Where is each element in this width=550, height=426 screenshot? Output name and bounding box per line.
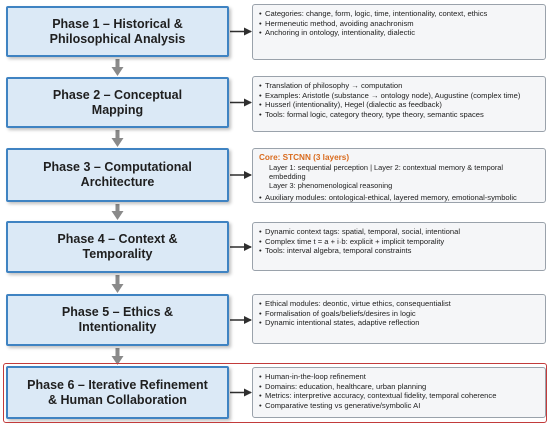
detail-item: Tools: interval algebra, temporal constr… bbox=[259, 246, 539, 256]
detail-item: Examples: Aristotle (substance → ontolog… bbox=[259, 91, 539, 101]
phase-4-title: Phase 4 – Context & Temporality bbox=[57, 232, 178, 261]
phase-6-title: Phase 6 – Iterative Refinement & Human C… bbox=[27, 377, 208, 407]
detail-item: Dynamic context tags: spatial, temporal,… bbox=[259, 227, 539, 237]
phase-flow-arrow-head bbox=[111, 211, 124, 220]
core-layer-line: Layer 1: sequential perception | Layer 2… bbox=[269, 163, 504, 181]
phase-flow-arrow-head bbox=[111, 67, 124, 76]
detail-item: Categories: change, form, logic, time, i… bbox=[259, 9, 539, 19]
phase-3-box: Phase 3 – Computational Architecture bbox=[6, 148, 229, 202]
phase-2-box: Phase 2 – Conceptual Mapping bbox=[6, 77, 229, 128]
detail-item: Comparative testing vs generative/symbol… bbox=[259, 401, 539, 411]
phase-5-details: Ethical modules: deontic, virtue ethics,… bbox=[252, 294, 546, 344]
detail-item: Dynamic intentional states, adaptive ref… bbox=[259, 318, 539, 328]
phase-flow-arrow-shaft bbox=[115, 59, 120, 67]
detail-item: Metrics: interpretive accuracy, contextu… bbox=[259, 391, 539, 401]
phase-6-highlight-frame bbox=[3, 363, 547, 423]
phase-flow-arrow-shaft bbox=[115, 348, 120, 356]
phase-4-details: Dynamic context tags: spatial, temporal,… bbox=[252, 222, 546, 271]
phase-flow-arrow-shaft bbox=[115, 275, 120, 284]
detail-item: Husserl (intentionality), Hegel (dialect… bbox=[259, 100, 539, 110]
detail-item: Ethical modules: deontic, virtue ethics,… bbox=[259, 299, 539, 309]
phase-2-title: Phase 2 – Conceptual Mapping bbox=[52, 87, 183, 117]
detail-item: Translation of philosophy → computation bbox=[259, 81, 539, 91]
phase-flow-arrow-head bbox=[111, 138, 124, 147]
phase-6-details: Human-in-the-loop refinement Domains: ed… bbox=[252, 367, 546, 418]
phase-5-box: Phase 5 – Ethics & Intentionality bbox=[6, 294, 229, 346]
phase-flow-arrow-shaft bbox=[115, 130, 120, 138]
phase-flow-arrow-head bbox=[111, 284, 124, 293]
phase-4-box: Phase 4 – Context & Temporality bbox=[6, 221, 229, 273]
core-stcnn-title: Core: STCNN (3 layers) bbox=[259, 153, 350, 162]
phase-flow-arrow-shaft bbox=[115, 204, 120, 211]
detail-item: Anchoring in ontology, intentionality, d… bbox=[259, 28, 539, 38]
phase-1-title: Phase 1 – Historical & Philosophical Ana… bbox=[49, 16, 186, 46]
phase-2-details: Translation of philosophy → computation … bbox=[252, 76, 546, 132]
phase-6-box: Phase 6 – Iterative Refinement & Human C… bbox=[6, 366, 229, 419]
phase-1-box: Phase 1 – Historical & Philosophical Ana… bbox=[6, 6, 229, 57]
detail-item: Human-in-the-loop refinement bbox=[259, 372, 539, 382]
phase-1-details: Categories: change, form, logic, time, i… bbox=[252, 4, 546, 60]
detail-item: Auxiliary modules: ontological-ethical, … bbox=[259, 193, 539, 203]
detail-item: Formalisation of goals/beliefs/desires i… bbox=[259, 309, 539, 319]
detail-item: Complex time t = a + i·b: explicit + imp… bbox=[259, 237, 539, 247]
detail-item: Tools: formal logic, category theory, ty… bbox=[259, 110, 539, 120]
detail-item: Domains: education, healthcare, urban pl… bbox=[259, 382, 539, 392]
phase-3-details: Core: STCNN (3 layers) Layer 1: sequenti… bbox=[252, 148, 546, 203]
phase-3-title: Phase 3 – Computational Architecture bbox=[43, 160, 192, 189]
phase-5-title: Phase 5 – Ethics & Intentionality bbox=[61, 305, 174, 334]
core-layer-line: Layer 3: phenomenological reasoning bbox=[269, 181, 393, 190]
detail-item: Hermeneutic method, avoiding anachronism bbox=[259, 19, 539, 29]
phase-flow-arrow-head bbox=[111, 356, 124, 365]
